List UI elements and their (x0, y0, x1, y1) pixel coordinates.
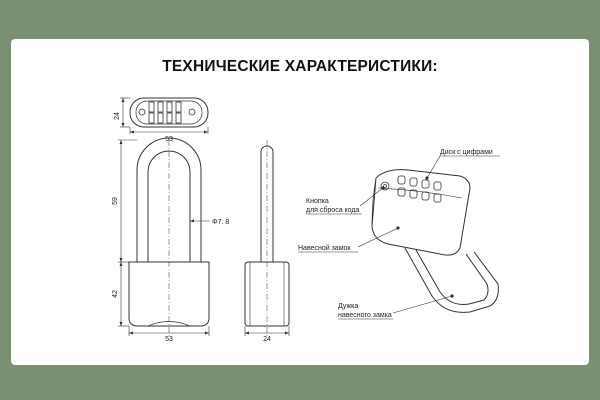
callout-underlines (298, 155, 500, 320)
dim-shackle-height: 59 (112, 197, 119, 205)
callout-padlock: Навесной замок (298, 244, 351, 252)
callout-shackle-line1: Дужка (338, 303, 358, 310)
perspective-view (357, 155, 499, 314)
callout-reset-button-line1: Кнопка (306, 198, 329, 205)
dimension-arrows (119, 98, 454, 335)
dim-body-height: 42 (112, 290, 119, 298)
callout-shackle-line2: навесного замка (338, 312, 392, 319)
dim-body-width: 53 (165, 336, 173, 343)
side-view (244, 140, 290, 338)
callout-reset-button-line2: для сброса кода (306, 206, 360, 214)
dim-side-width: 24 (263, 336, 271, 343)
front-view (118, 137, 210, 338)
content-panel (11, 39, 589, 365)
callout-dial: Диск с цифрами (440, 149, 493, 156)
dim-shackle-diameter: Φ7. 8 (212, 219, 229, 226)
perspective-dials (380, 175, 442, 203)
dim-top-height: 24 (114, 112, 121, 120)
page-title: ТЕХНИЧЕСКИЕ ХАРАКТЕРИСТИКИ: (162, 58, 438, 75)
dim-top-width: 53 (165, 136, 173, 143)
top-view (120, 97, 209, 134)
top-view-dials (138, 101, 196, 124)
